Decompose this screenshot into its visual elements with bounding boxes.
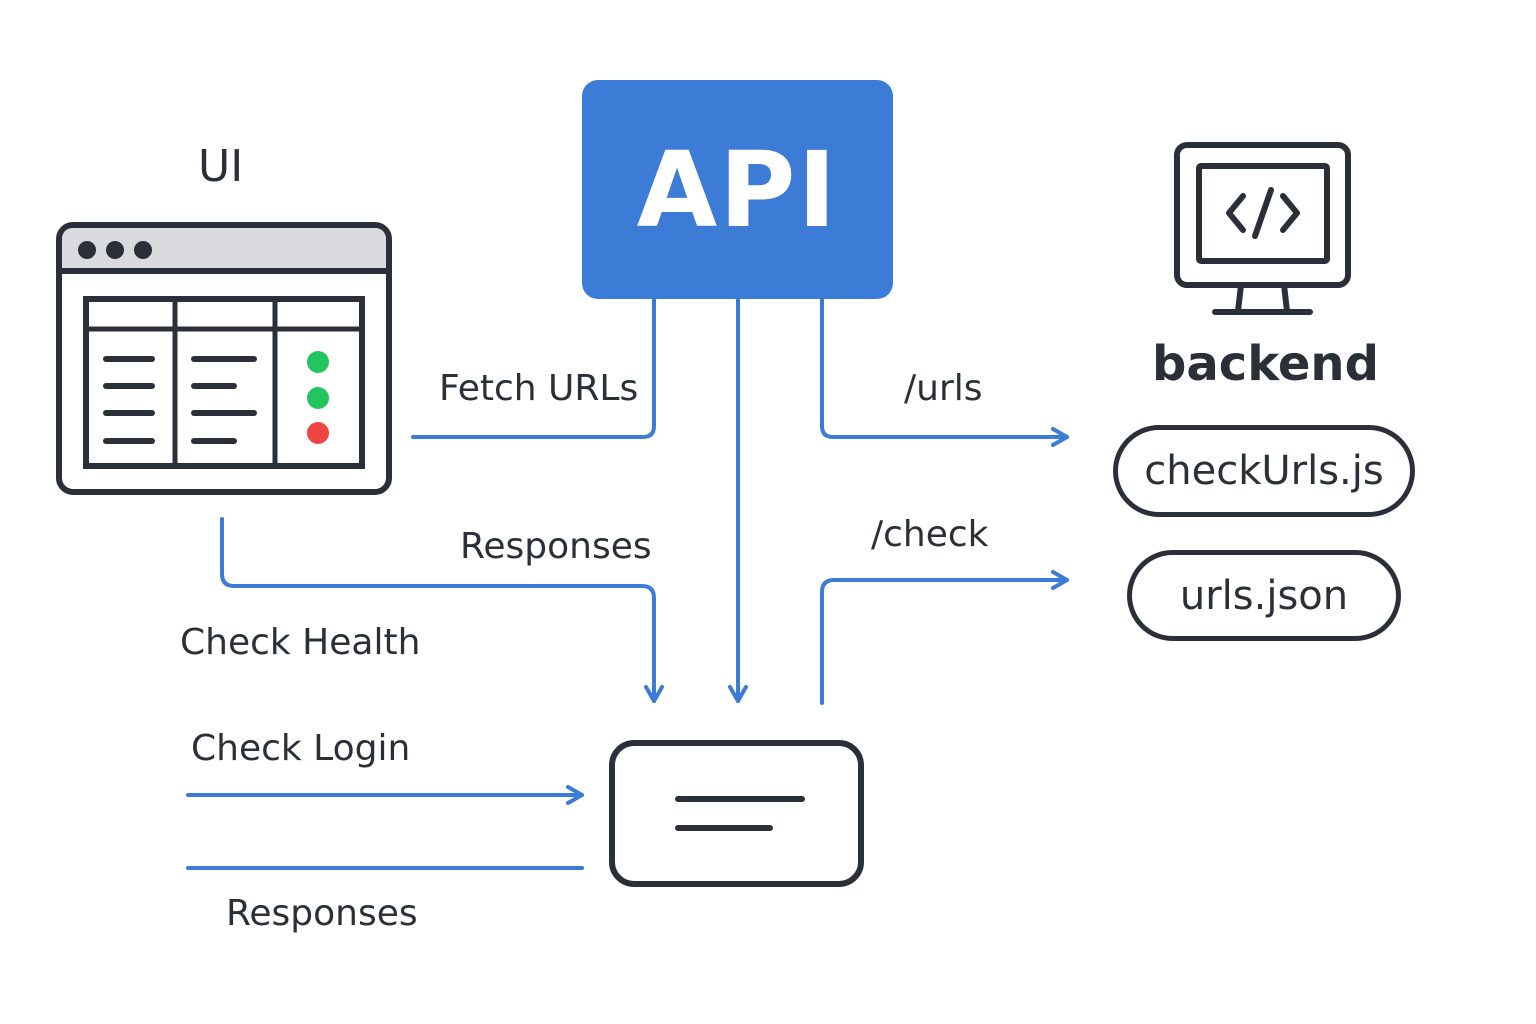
- status-indicator-icon: [307, 351, 329, 373]
- check-route-label: /check: [871, 514, 989, 555]
- urls-route-arrow: [820, 298, 1069, 447]
- status-indicator-icon: [307, 422, 329, 444]
- ui-window-icon: [56, 222, 392, 495]
- window-dot-icon: [78, 241, 96, 259]
- api-box: API: [582, 80, 893, 299]
- api-label: API: [636, 128, 839, 251]
- fetch-urls-connector: [411, 298, 656, 439]
- status-indicator-icon: [307, 387, 329, 409]
- backend-title: backend: [1152, 336, 1379, 392]
- responses-bottom-label: Responses: [226, 893, 418, 934]
- check-login-label: Check Login: [191, 728, 411, 769]
- responses-top-label: Responses: [460, 526, 652, 567]
- urls-route-label: /urls: [904, 368, 983, 409]
- service-box: [609, 740, 864, 887]
- code-monitor-icon: [1174, 142, 1351, 315]
- responses-arrow: [220, 517, 664, 703]
- file-checkurls-pill: checkUrls.js: [1113, 425, 1415, 517]
- check-route-arrow: [820, 570, 1069, 705]
- window-dot-icon: [106, 241, 124, 259]
- file-urls-json-pill: urls.json: [1127, 550, 1401, 641]
- window-dot-icon: [134, 241, 152, 259]
- check-health-label: Check Health: [180, 622, 421, 663]
- fetch-urls-label: Fetch URLs: [439, 368, 639, 409]
- ui-title: UI: [198, 141, 244, 192]
